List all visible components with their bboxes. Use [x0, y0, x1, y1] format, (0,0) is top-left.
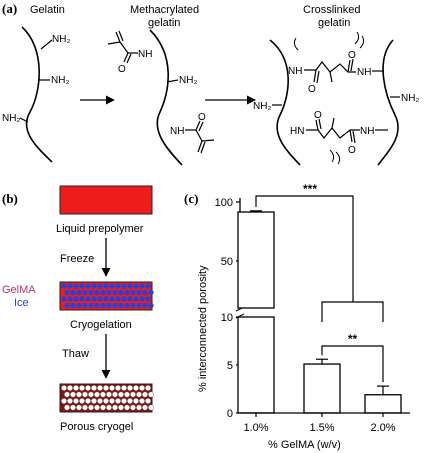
significance-bracket	[255, 195, 354, 302]
bar	[303, 363, 341, 414]
porous-cryogel-label: Porous cryogel	[60, 421, 133, 433]
cryogelation-block	[59, 281, 154, 311]
y-tick-label: 100	[215, 197, 233, 209]
panel-b: (b) Liquid prepolymer Freeze GelMA Ice C…	[2, 185, 154, 433]
x-tick-label: 1.5%	[309, 422, 334, 434]
panel-a: (a) Gelatin Methacrylated gelatin Crossl…	[2, 1, 419, 166]
nh-label: NH	[288, 66, 302, 77]
bar	[237, 211, 275, 309]
x-tick-label: 1.0%	[243, 422, 268, 434]
x-tick-label: 2.0%	[370, 422, 395, 434]
nh-label: NH	[170, 126, 184, 137]
y-axis-label: % interconnected porosity	[197, 265, 209, 392]
thaw-label: Thaw	[62, 348, 89, 360]
liquid-prepolymer-label: Liquid prepolymer	[56, 223, 144, 235]
o-label: O	[308, 84, 316, 95]
gelatin-chain	[21, 26, 53, 163]
liquid-prepolymer-block	[59, 185, 153, 215]
bar	[364, 394, 402, 414]
cryogelation-label: Cryogelation	[70, 319, 132, 331]
o-label: O	[118, 64, 126, 75]
y-tick-label: 10	[221, 312, 233, 324]
significance-bracket	[321, 301, 384, 322]
nh2-label: NH₂	[253, 101, 271, 112]
o-label: O	[348, 50, 356, 61]
nh2-label: NH₂	[401, 93, 419, 104]
y-tick-label: 0	[227, 408, 233, 420]
panel-b-label: (b)	[2, 191, 18, 206]
gelma-legend-label: GelMA	[2, 284, 36, 296]
panel-a-label: (a)	[2, 1, 17, 16]
methacrylated-title-1: Methacrylated	[130, 4, 199, 16]
panel-c: (c) % interconnected porosity 0 5 10 50 100 1…	[184, 182, 410, 451]
freeze-label: Freeze	[60, 253, 94, 265]
panel-c-label: (c)	[184, 191, 198, 206]
nh2-label: NH₂	[2, 113, 20, 124]
methacrylated-title-2: gelatin	[148, 17, 180, 29]
y-tick-label: 50	[221, 256, 233, 268]
crosslinked-chain-right	[377, 39, 399, 166]
bar	[237, 316, 275, 414]
nh-label: NH	[357, 67, 371, 78]
significance-bracket	[321, 345, 384, 383]
porous-cryogel-block	[59, 383, 154, 413]
gelatin-title: Gelatin	[30, 4, 65, 16]
ice-legend-label: Ice	[14, 297, 29, 309]
crosslinked-chain-left	[269, 39, 301, 166]
hn-label: HN	[290, 126, 304, 137]
o-label: O	[198, 112, 206, 123]
o-label: O	[348, 145, 356, 156]
o-label: O	[314, 110, 322, 121]
y-tick-label: 5	[227, 360, 233, 372]
nh2-label: NH₂	[179, 75, 197, 86]
significance-label: **	[348, 332, 358, 346]
significance-label: ***	[303, 182, 317, 196]
crosslinked-title-2: gelatin	[318, 17, 350, 29]
nh-label: NH	[360, 126, 374, 137]
nh-label: NH	[138, 49, 152, 60]
methacrylated-chain	[149, 29, 183, 166]
crosslinked-title-1: Crosslinked	[303, 4, 360, 16]
nh2-label: NH₂	[52, 34, 70, 45]
x-axis-label: % GelMA (w/v)	[268, 439, 341, 451]
nh2-label: NH₂	[51, 75, 69, 86]
